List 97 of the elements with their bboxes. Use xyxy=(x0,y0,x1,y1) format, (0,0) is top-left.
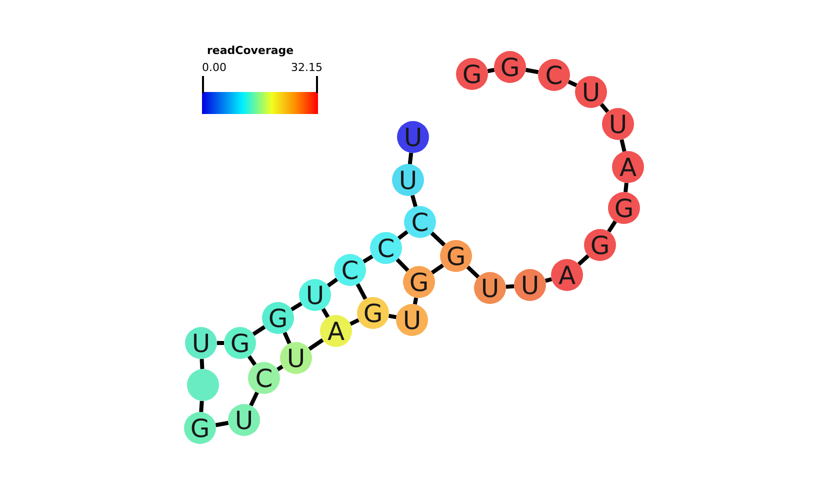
backbone-line xyxy=(388,314,397,320)
nucleotide-circle xyxy=(396,304,428,336)
nucleotide-circle xyxy=(299,279,331,311)
backbone-line xyxy=(252,325,266,336)
nucleotide-circle xyxy=(575,76,607,108)
nucleotide-letter: G xyxy=(446,244,466,268)
nucleotide-letter: A xyxy=(327,318,345,344)
nucleotide-letter: C xyxy=(255,366,273,390)
nucleotide-letter: G xyxy=(590,232,610,258)
backbone-line xyxy=(200,358,204,370)
backbone-line xyxy=(430,264,444,274)
backbone-line xyxy=(398,230,408,240)
base-pair-line xyxy=(282,332,292,344)
backbone-line xyxy=(276,364,284,372)
backbone-line xyxy=(308,338,324,351)
nucleotide-circle xyxy=(392,164,424,196)
nucleotide-letter: U xyxy=(402,308,422,332)
nucleotide-circle xyxy=(334,254,366,286)
nucleotide-letter: C xyxy=(341,258,359,282)
nucleotide-letter: U xyxy=(234,408,254,432)
backbone-line xyxy=(410,194,418,208)
backbone-line xyxy=(326,278,338,288)
backbone-line xyxy=(607,220,617,233)
base-pair-line xyxy=(356,283,368,300)
nucleotide-circle xyxy=(320,315,352,347)
backbone-line xyxy=(624,182,628,192)
nucleotide-letter: U xyxy=(520,272,540,298)
nucleotide-letter: U xyxy=(192,330,210,356)
nucleotide-circle xyxy=(456,58,488,90)
base-pair-line xyxy=(430,232,446,246)
nucleotide-circle xyxy=(404,206,436,238)
nucleotide-letter: U xyxy=(306,282,324,308)
nucleotide-letter: G xyxy=(409,270,429,294)
colorbar-tick-label: 0.00 xyxy=(202,61,226,74)
backbone-line xyxy=(249,392,259,406)
nucleotide-circle xyxy=(280,342,312,374)
nucleotide-letter: G xyxy=(230,330,250,356)
backbone-line xyxy=(466,266,480,278)
backbone-line xyxy=(362,254,374,264)
backbone-line xyxy=(544,277,552,283)
nucleotide-circle xyxy=(612,151,644,183)
nucleotide-circle xyxy=(403,266,435,298)
nucleotide-letter: G xyxy=(500,54,520,80)
backbone-line xyxy=(215,420,229,428)
nucleotide-letter: G xyxy=(614,196,634,220)
backbone-line xyxy=(487,68,495,74)
nucleotide-circle xyxy=(262,302,294,334)
nucleotide-circle xyxy=(514,269,546,301)
nucleotide-letter: C xyxy=(545,62,563,88)
nucleotide-circle xyxy=(185,327,217,359)
backbone-line xyxy=(600,102,610,114)
nucleotide-circle xyxy=(494,51,526,83)
nucleotide-circle xyxy=(224,327,256,359)
nucleotide-circle xyxy=(474,272,506,304)
nucleotide-letter: C xyxy=(411,210,429,234)
nucleotide-letter: C xyxy=(377,236,395,260)
backbone-line xyxy=(350,318,360,326)
backbone-line xyxy=(408,152,414,164)
nucleotide-circle xyxy=(228,404,260,436)
nucleotide-letter: U xyxy=(398,168,418,192)
backbone-line xyxy=(578,254,590,266)
nucleotide-circle xyxy=(440,240,472,272)
nucleotide-circle xyxy=(370,232,402,264)
nucleotide-circle xyxy=(584,229,616,261)
nucleotide-circle xyxy=(551,259,583,291)
nucleotide-circle xyxy=(248,362,280,394)
backbone-line xyxy=(525,68,539,74)
nucleotide-letter: A xyxy=(619,154,637,180)
colorbar-title: readCoverage xyxy=(207,44,294,57)
backbone-line xyxy=(217,341,224,345)
nucleotide-letter: A xyxy=(558,262,576,288)
nucleotide-circle xyxy=(184,412,216,444)
nucleotide-circle xyxy=(357,297,389,329)
nucleotide-letter: G xyxy=(268,306,288,330)
nucleotide-circle xyxy=(187,369,219,401)
nucleotide-letter: U xyxy=(608,112,628,136)
base-pair-line xyxy=(247,355,257,366)
nucleotide-circle xyxy=(608,192,640,224)
nucleotide-letter: U xyxy=(480,276,500,300)
backbone-line xyxy=(506,284,514,289)
nucleotide-letter: G xyxy=(190,416,210,440)
backbone-line xyxy=(290,302,302,312)
backbone-line xyxy=(412,297,418,305)
nucleotide-letter: G xyxy=(363,300,383,326)
nucleotide-letter: G xyxy=(462,62,482,86)
backbone-line xyxy=(199,400,204,412)
base-pair-line xyxy=(321,308,330,318)
nucleotide-circle xyxy=(538,59,570,91)
nucleotide-letter: U xyxy=(582,80,600,104)
nucleotide-letter: U xyxy=(404,124,422,150)
nucleotide-circle xyxy=(397,121,429,153)
base-pair-line xyxy=(396,258,410,272)
nucleotide-circle xyxy=(602,108,634,140)
colorbar-tick-label: 32.15 xyxy=(291,61,322,74)
backbone-line xyxy=(568,80,578,88)
backbone-line xyxy=(620,139,626,152)
nucleotide-letter: U xyxy=(286,346,306,370)
